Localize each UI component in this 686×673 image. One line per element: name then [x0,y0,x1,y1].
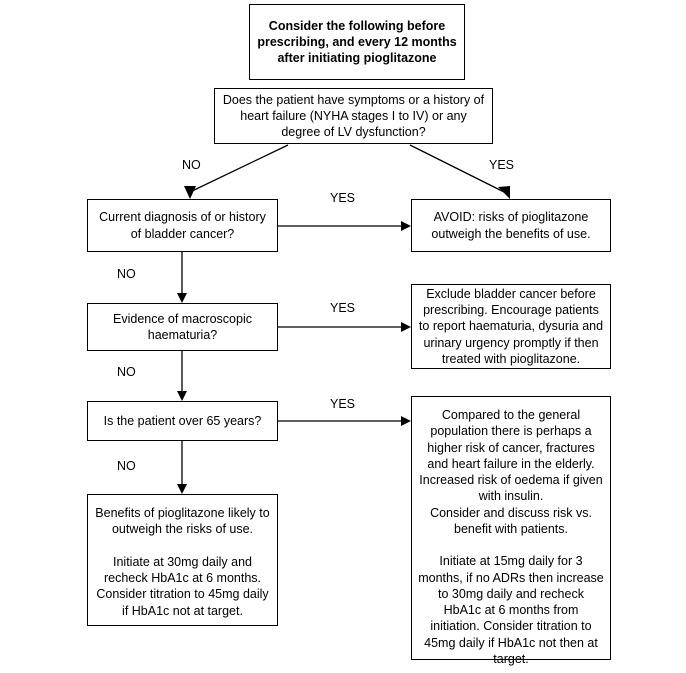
node-over-65-question: Is the patient over 65 years? [87,401,278,441]
node-exclude-bladder-cancer-outcome: Exclude bladder cancer before prescribin… [411,284,611,369]
edge-label-bladder-yes: YES [330,191,356,205]
node-header: Consider the following before prescribin… [249,4,465,80]
edge-label-haematuria-no: NO [117,365,136,379]
node-benefits-outcome: Benefits of pioglitazone likely to outwe… [87,494,278,626]
node-elderly-outcome: Compared to the general population there… [411,396,611,666]
edge-label-hf-yes: YES [489,158,515,172]
node-bladder-cancer-question: Current diagnosis of or history of bladd… [87,199,278,252]
edge-label-over65-yes: YES [330,397,356,411]
node-avoid-outcome: AVOID: risks of pioglitazone outweigh th… [411,199,611,252]
edge-label-bladder-no: NO [117,267,136,281]
node-haematuria-question: Evidence of macroscopic haematuria? [87,303,278,351]
edge-label-over65-no: NO [117,459,136,473]
node-heart-failure-question: Does the patient have symptoms or a hist… [214,88,493,144]
edge-label-haematuria-yes: YES [330,301,356,315]
edge-label-hf-no: NO [182,158,201,172]
